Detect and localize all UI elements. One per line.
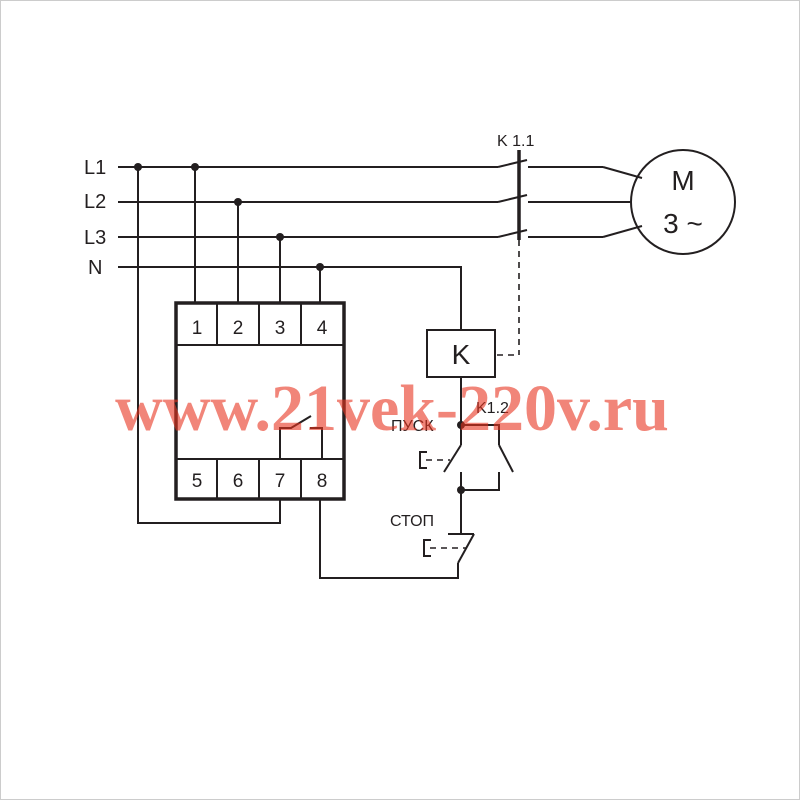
motor-lead-l3	[602, 225, 643, 238]
terminal-4-label: 4	[317, 318, 328, 339]
terminal-8-label: 8	[317, 471, 328, 492]
main-contacts-label: K 1.1	[497, 133, 534, 150]
stop-button-label: СТОП	[390, 513, 434, 530]
junction-dot	[191, 163, 199, 171]
terminal-3-label: 3	[275, 318, 286, 339]
bus-n	[118, 266, 462, 330]
aux-contact-lower	[461, 472, 500, 491]
junction-dot	[234, 198, 242, 206]
contact-blade-l2	[497, 194, 528, 203]
relay-module: 1 2 3 4 5 6 7 8	[174, 301, 346, 501]
start-button-symbol	[419, 451, 427, 469]
stop-button-symbol	[423, 539, 431, 557]
junction-dot	[134, 163, 142, 171]
start-circuit: ПУСК K1.2	[391, 400, 514, 491]
junction-dot	[276, 233, 284, 241]
relay-internal-contact	[279, 415, 312, 459]
motor-phase: 3 ~	[663, 208, 703, 239]
watermark-text: www.21vek-220v.ru	[115, 372, 669, 445]
coil-label: K	[452, 339, 471, 370]
contact-blade-l1	[497, 159, 528, 168]
line-label-l2: L2	[84, 191, 106, 213]
contactor-coil: K	[426, 329, 496, 425]
motor: M 3 ~	[630, 149, 736, 255]
contact-blade-l3	[497, 229, 528, 238]
junction-dots	[134, 163, 465, 494]
aux-contact-upper	[461, 424, 500, 445]
junction-dot	[316, 263, 324, 271]
l1-to-term7	[137, 167, 281, 524]
terminal-7-label: 7	[275, 471, 286, 492]
line-label-l1: L1	[84, 157, 106, 179]
main-contacts-k11: K 1.1	[497, 133, 643, 356]
aux-contact-label: K1.2	[476, 400, 509, 417]
line-label-n: N	[88, 257, 102, 279]
terminal-6-label: 6	[233, 471, 244, 492]
terminal-2-label: 2	[233, 318, 244, 339]
relay-feed-wires	[137, 167, 321, 524]
motor-circle	[630, 149, 736, 255]
terminal-1-label: 1	[192, 318, 203, 339]
supply-buses	[118, 166, 498, 330]
stop-circuit: СТОП	[319, 490, 475, 579]
start-button-label: ПУСК	[391, 418, 434, 435]
relay-internal-contact-fixed	[310, 427, 323, 459]
line-label-l3: L3	[84, 227, 106, 249]
stop-to-term8	[319, 500, 459, 579]
motor-symbol: M	[671, 165, 694, 196]
start-contact-blade	[443, 444, 462, 473]
motor-lead-l1	[602, 166, 643, 179]
aux-contact-blade	[498, 444, 514, 473]
terminal-5-label: 5	[192, 471, 203, 492]
